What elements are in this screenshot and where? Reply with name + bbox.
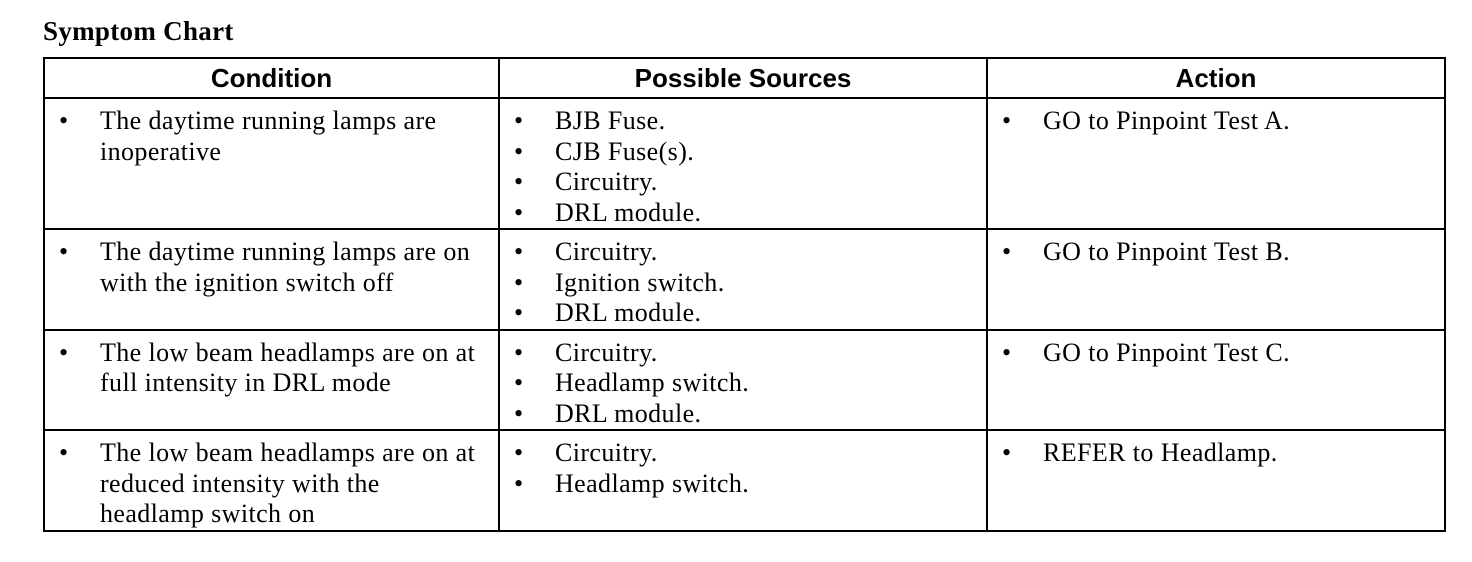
source-item: •BJB Fuse.: [514, 106, 666, 135]
sources-cell: •Circuitry. •Ignition switch. •DRL modul…: [498, 228, 988, 331]
source-item: •DRL module.: [514, 197, 702, 227]
condition-item: •The low beam headlamps are on at full i…: [59, 337, 476, 398]
table-row: •The low beam headlamps are on at full i…: [43, 328, 1446, 431]
table-row: •The daytime running lamps are on with t…: [43, 228, 1446, 331]
source-item: •Circuitry.: [514, 237, 658, 266]
table-row: •The daytime running lamps are inoperati…: [43, 97, 1446, 230]
symptom-table: Condition Possible Sources Action •The d…: [43, 57, 1446, 532]
sources-cell: •Circuitry. •Headlamp switch.: [498, 429, 988, 532]
action-item: •REFER to Headlamp.: [1002, 438, 1278, 467]
source-item: •Ignition switch.: [514, 267, 725, 297]
source-item: •CJB Fuse(s).: [514, 136, 695, 166]
condition-item: •The daytime running lamps are on with t…: [59, 237, 471, 297]
column-header-action: Action: [986, 57, 1446, 99]
source-item: •Circuitry.: [514, 337, 658, 367]
sources-cell: •BJB Fuse. •CJB Fuse(s). •Circuitry. •DR…: [498, 97, 988, 230]
action-item: •GO to Pinpoint Test C.: [1002, 337, 1291, 367]
sources-cell: •Circuitry. •Headlamp switch. •DRL modul…: [498, 328, 988, 431]
condition-cell: •The daytime running lamps are on with t…: [43, 228, 500, 331]
source-item: •Circuitry.: [514, 167, 658, 196]
page-title: Symptom Chart: [43, 16, 234, 46]
source-item: •DRL module.: [514, 298, 702, 327]
table-header-row: Condition Possible Sources Action: [43, 57, 1446, 99]
condition-cell: •The low beam headlamps are on at reduce…: [43, 429, 500, 532]
source-item: •DRL module.: [514, 398, 702, 428]
source-item: •Circuitry.: [514, 438, 658, 467]
source-item: •Headlamp switch.: [514, 468, 750, 498]
condition-item: •The daytime running lamps are inoperati…: [59, 106, 437, 166]
table-row: •The low beam headlamps are on at reduce…: [43, 429, 1446, 532]
column-header-condition: Condition: [43, 57, 500, 99]
condition-cell: •The daytime running lamps are inoperati…: [43, 97, 500, 230]
action-cell: •GO to Pinpoint Test A.: [986, 97, 1446, 230]
action-item: •GO to Pinpoint Test A.: [1002, 106, 1291, 135]
condition-item: •The low beam headlamps are on at reduce…: [59, 438, 476, 528]
column-header-possible-sources: Possible Sources: [498, 57, 988, 99]
condition-cell: •The low beam headlamps are on at full i…: [43, 328, 500, 431]
action-item: •GO to Pinpoint Test B.: [1002, 237, 1291, 266]
source-item: •Headlamp switch.: [514, 368, 750, 397]
action-cell: •GO to Pinpoint Test C.: [986, 328, 1446, 431]
action-cell: •REFER to Headlamp.: [986, 429, 1446, 532]
action-cell: •GO to Pinpoint Test B.: [986, 228, 1446, 331]
